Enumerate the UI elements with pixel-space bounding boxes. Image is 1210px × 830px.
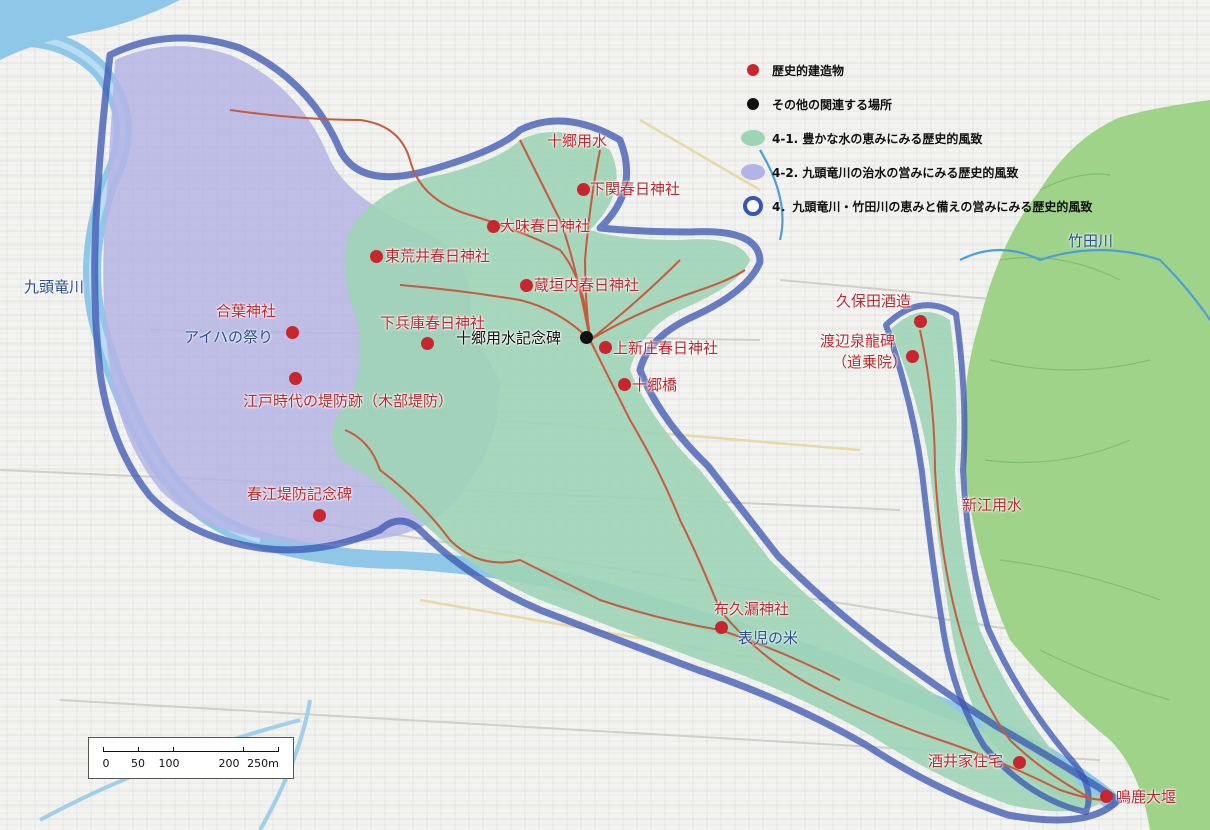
scale-bar-line (103, 751, 279, 752)
place-dot (1012, 755, 1026, 769)
place-dot-black (579, 330, 593, 344)
scale-bar-tick (278, 747, 279, 752)
place-dot (369, 249, 383, 263)
legend-label: 4-2. 九頭竜川の治水の営みにみる歴史的風致 (772, 165, 1019, 180)
scale-bar-tick (138, 747, 139, 752)
label-sakai-residence: 酒井家住宅 (928, 752, 1004, 770)
scale-bar-tick (173, 747, 174, 752)
scale-bar-tick (103, 747, 104, 752)
label-watanabe-senryu-monument: 渡辺泉龍碑 (820, 332, 896, 350)
blue-ring-icon (743, 196, 763, 216)
scale-label: 100 (158, 757, 180, 770)
area-4-1-east-strip (890, 312, 1083, 805)
scale-label: 50 (131, 757, 145, 770)
label-jugo-canal-monument: 十郷用水記念碑 (456, 329, 562, 347)
scale-label: 250m (247, 757, 279, 770)
place-dot (714, 620, 728, 634)
label-kubota-brewery: 久保田酒造 (836, 292, 912, 310)
legend-label: 4-1. 豊かな水の恵みにみる歴史的風致 (772, 131, 983, 146)
place-dot (598, 340, 612, 354)
place-dot (913, 314, 927, 328)
label-shine-canal: 新江用水 (962, 496, 1023, 514)
label-higashiarai-kasuga-shrine: 東荒井春日神社 (385, 247, 491, 265)
scale-bar-tick (243, 747, 244, 752)
takeda-river (759, 149, 1210, 321)
red-dot-icon (747, 64, 759, 76)
area-4-outline-east (883, 302, 1092, 815)
label-omote-rice: 表児の米 (738, 629, 799, 647)
label-edo-embankment-ruins: 江戸時代の堤防跡（木部堤防） (243, 392, 454, 410)
legend-label: 4．九頭竜川・竹田川の恵みと備えの営みにみる歴史的風致 (772, 199, 1093, 214)
label-kamishinjo-kasuga-shrine: 上新庄春日神社 (613, 339, 719, 357)
forest-area (963, 100, 1210, 830)
legend-item-area-4: 4．九頭竜川・竹田川の恵みと備えの営みにみる歴史的風致 (740, 196, 1092, 216)
label-fukuro-shrine: 布久漏神社 (714, 600, 790, 618)
label-kuzuryu-river: 九頭竜川 (24, 278, 85, 296)
label-naruka-weir: 鳴鹿大堰 (1116, 788, 1177, 806)
green-area-icon (741, 130, 765, 146)
label-shimoseki-kasuga-shrine: 下関春日神社 (590, 180, 681, 198)
label-aiha-festival: アイハの祭り (184, 328, 273, 346)
place-dot (420, 336, 434, 350)
place-dot (576, 182, 590, 196)
purple-area-icon (741, 164, 765, 180)
label-kuragakiuchi-kasuga-shrine: 蔵垣内春日神社 (534, 276, 640, 294)
label-dojoin: （道乗院） (832, 353, 908, 371)
legend-item-area-4-1: 4-1. 豊かな水の恵みにみる歴史的風致 (740, 128, 982, 148)
forest-contours (984, 173, 1171, 701)
place-dot (617, 377, 631, 391)
place-dot (905, 349, 919, 363)
scale-label: 200 (218, 757, 240, 770)
place-dot (312, 508, 326, 522)
place-dot (1099, 789, 1113, 803)
scale-bar: 0 50 100 200 250m (88, 737, 294, 779)
place-dot (288, 371, 302, 385)
label-takeda-river: 竹田川 (1068, 232, 1114, 250)
harbor-water (0, 0, 180, 60)
legend-label: その他の関連する場所 (772, 97, 893, 112)
black-dot-icon (747, 98, 759, 110)
legend-item-area-4-2: 4-2. 九頭竜川の治水の営みにみる歴史的風致 (740, 162, 1018, 182)
place-dot (285, 325, 299, 339)
label-jugo-canal: 十郷用水 (547, 132, 608, 150)
legend-item-historic-building: 歴史的建造物 (740, 60, 844, 80)
place-dot (519, 278, 533, 292)
label-ojimi-kasuga-shrine: 大味春日神社 (500, 217, 591, 235)
legend-item-related-place: その他の関連する場所 (740, 94, 892, 114)
label-jugo-bridge: 十郷橋 (632, 376, 678, 394)
legend-label: 歴史的建造物 (772, 63, 845, 78)
place-dot (486, 219, 500, 233)
label-aiba-shrine: 合葉神社 (216, 302, 277, 320)
label-harue-embankment-monument: 春江堤防記念碑 (247, 485, 353, 503)
canal-network (229, 109, 1106, 801)
label-shimohyogo-kasuga-shrine: 下兵庫春日神社 (380, 314, 486, 332)
scale-label: 0 (102, 757, 110, 770)
